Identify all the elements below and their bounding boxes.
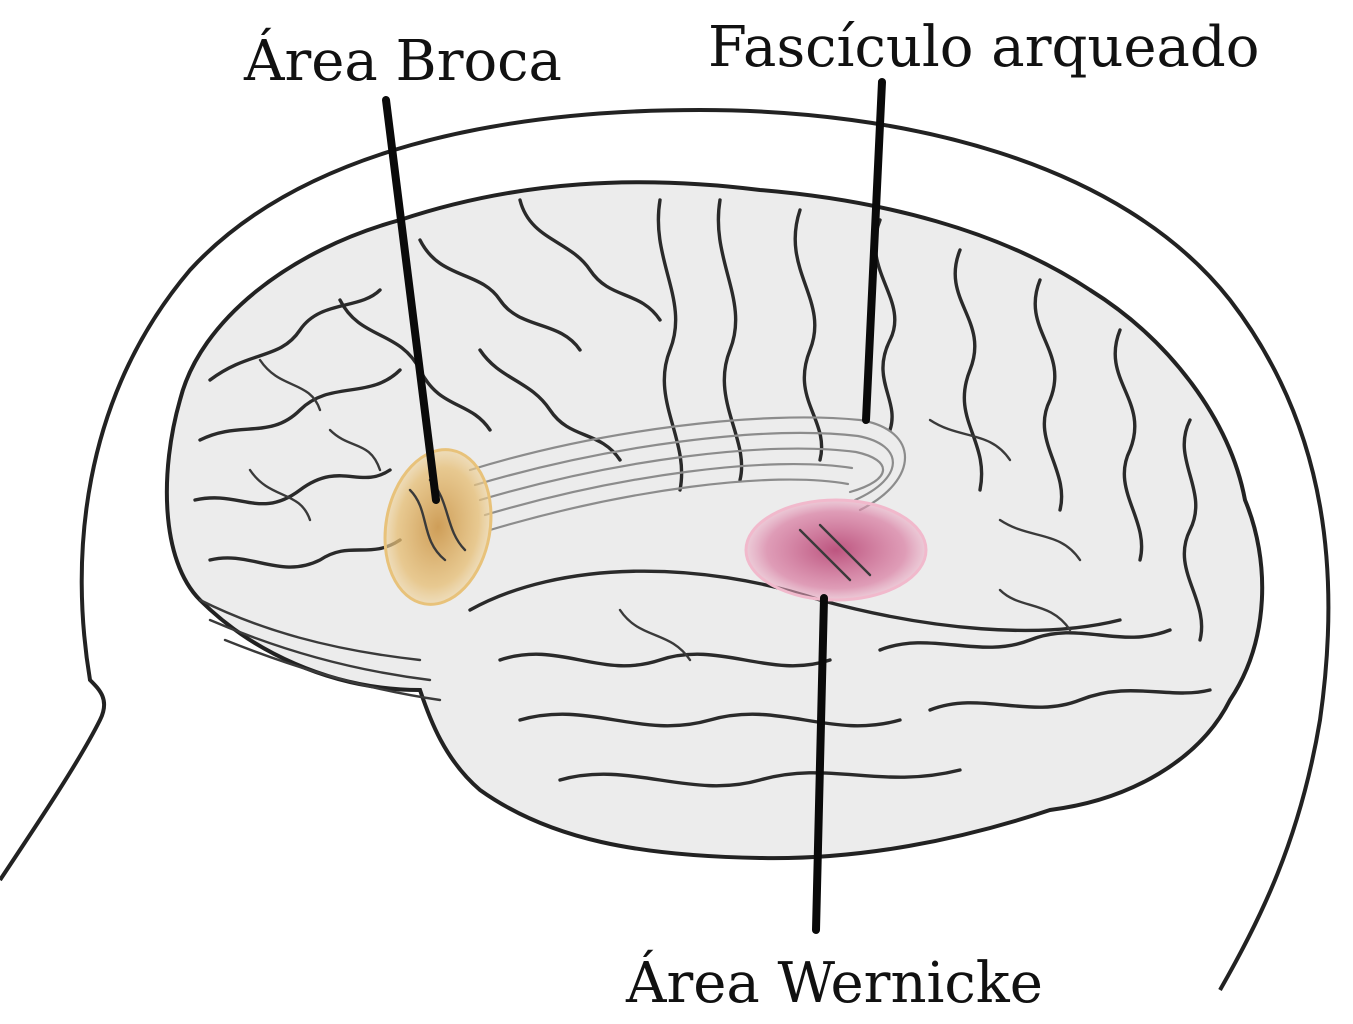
arcuate-pointer-line <box>862 78 886 424</box>
wernicke-area-highlight <box>744 498 928 602</box>
temporal-gyri <box>498 588 1212 788</box>
head-outline <box>0 107 1331 991</box>
wernicke-pointer-line <box>812 594 828 934</box>
brain-outline <box>164 180 1265 861</box>
broca-area-label: Área Broca <box>244 29 562 94</box>
arcuate-fasciculus-fibers <box>468 416 907 532</box>
parietal-gyri <box>656 198 1204 642</box>
broca-pointer-line <box>382 96 440 504</box>
wernicke-area-label: Área Wernicke <box>626 951 1043 1016</box>
arcuate-fasciculus-label: Fascículo arqueado <box>708 15 1260 80</box>
broca-area-highlight <box>383 448 493 606</box>
